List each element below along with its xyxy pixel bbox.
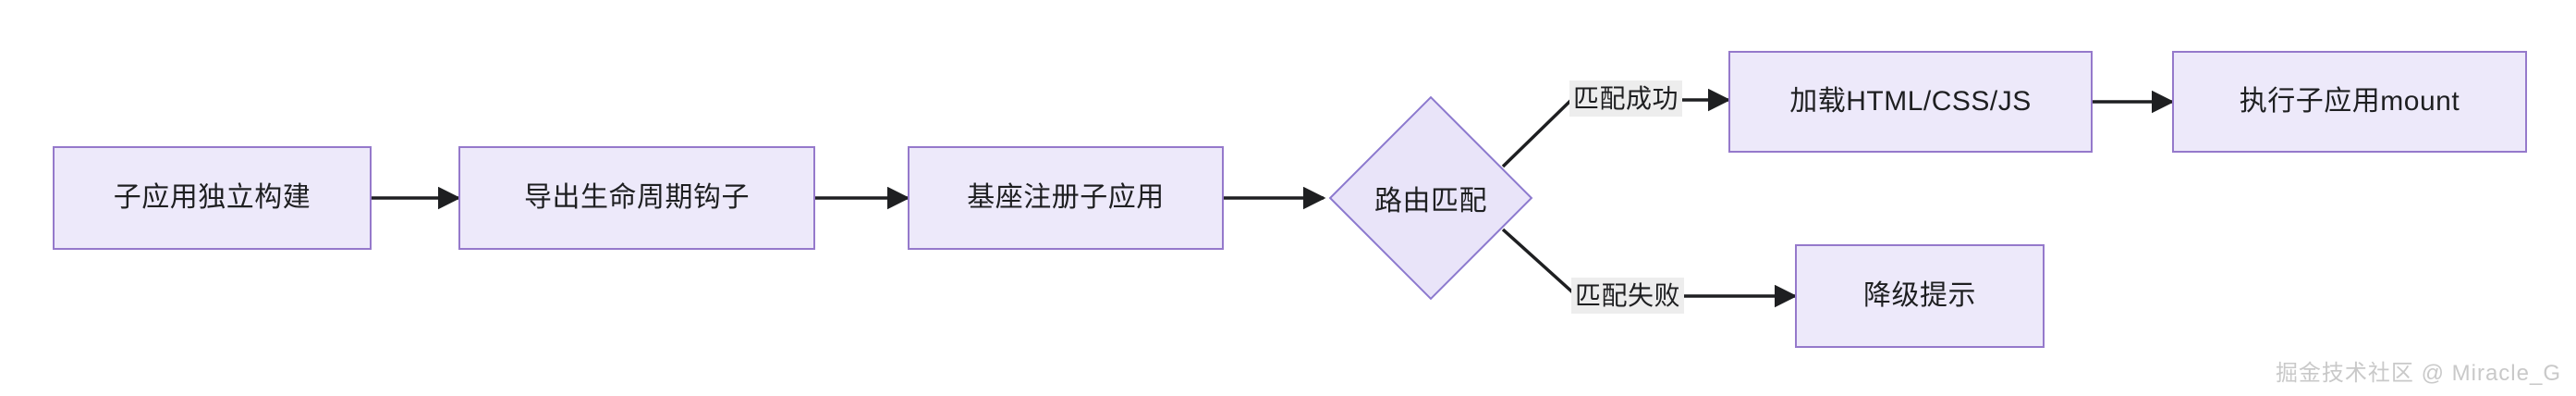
node-base-register-sub-app[interactable]: 基座注册子应用 [908, 146, 1224, 250]
watermark: 掘金技术社区 @ Miracle_G [2275, 361, 2561, 386]
node-label: 降级提示 [1863, 280, 1976, 311]
node-export-lifecycle-hooks[interactable]: 导出生命周期钩子 [458, 146, 815, 250]
node-sub-app-build[interactable]: 子应用独立构建 [53, 146, 372, 250]
edge-label-match-failure: 匹配失败 [1571, 278, 1685, 314]
node-label: 执行子应用mount [2239, 86, 2460, 117]
node-execute-sub-app-mount[interactable]: 执行子应用mount [2172, 51, 2527, 153]
node-route-match[interactable]: 路由匹配 [1328, 95, 1533, 301]
node-load-html-css-js[interactable]: 加载HTML/CSS/JS [1728, 51, 2093, 153]
edge-label-match-success: 匹配成功 [1569, 80, 1683, 117]
node-label: 子应用独立构建 [113, 182, 311, 213]
node-label: 基座注册子应用 [967, 182, 1165, 213]
node-degradation-prompt[interactable]: 降级提示 [1795, 244, 2045, 348]
node-label: 导出生命周期钩子 [524, 182, 750, 213]
node-label: 路由匹配 [1374, 186, 1487, 217]
node-label: 加载HTML/CSS/JS [1789, 86, 2032, 117]
